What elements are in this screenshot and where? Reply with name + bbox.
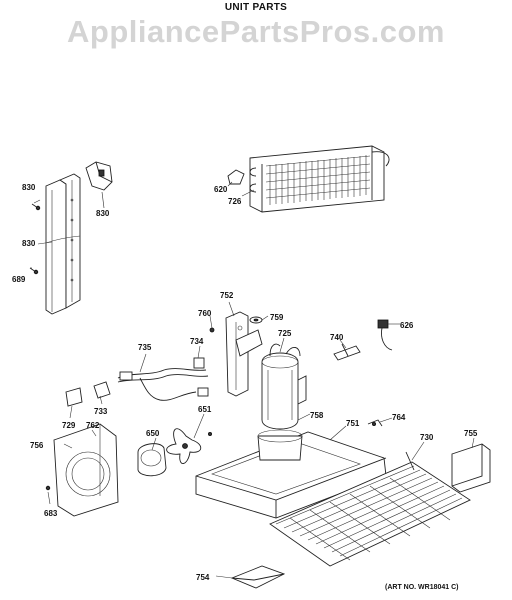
- part-760-screw[interactable]: [209, 327, 215, 333]
- callout-752: 752: [220, 291, 234, 300]
- callout-830-bracket: 830: [96, 209, 110, 218]
- callout-830-channel: 830: [22, 239, 36, 248]
- callout-754: 754: [196, 573, 210, 582]
- callout-729: 729: [62, 421, 76, 430]
- callout-755: 755: [464, 429, 478, 438]
- leader-lines: [30, 181, 475, 579]
- callout-683: 683: [44, 509, 58, 518]
- part-830-channel[interactable]: [45, 173, 81, 315]
- callout-726: 726: [228, 197, 242, 206]
- part-726-condenser[interactable]: [249, 145, 390, 213]
- callout-730: 730: [420, 433, 434, 442]
- part-729-plug[interactable]: [65, 387, 83, 407]
- callout-764: 764: [392, 413, 406, 422]
- part-755-bracket[interactable]: [451, 443, 491, 493]
- callout-651: 651: [198, 405, 212, 414]
- part-735-wire-harness[interactable]: [117, 368, 209, 401]
- part-650-fan-motor[interactable]: [137, 443, 167, 477]
- callout-751: 751: [346, 419, 360, 428]
- part-626-cord[interactable]: [377, 319, 393, 351]
- part-752-bracket[interactable]: [225, 311, 263, 397]
- part-620-clip[interactable]: [227, 169, 245, 185]
- callout-762: 762: [86, 421, 100, 430]
- callout-620: 620: [214, 185, 228, 194]
- part-754-drain-tray[interactable]: [230, 565, 286, 589]
- part-740-drier[interactable]: [333, 343, 361, 361]
- callout-725: 725: [278, 329, 292, 338]
- callout-733: 733: [94, 407, 108, 416]
- part-756-fan-shroud[interactable]: [53, 423, 119, 517]
- callout-760: 760: [198, 309, 212, 318]
- callout-734: 734: [190, 337, 204, 346]
- watermark-logo: AppliancePartsPros.com: [67, 14, 445, 49]
- callout-689: 689: [12, 275, 26, 284]
- callout-759: 759: [270, 313, 284, 322]
- part-734-capacitor[interactable]: [193, 357, 205, 369]
- art-number: (ART NO. WR18041 C): [385, 584, 459, 591]
- part-651-fan-blade[interactable]: [166, 428, 212, 464]
- part-758-mount[interactable]: [257, 429, 303, 461]
- part-725-compressor[interactable]: [261, 343, 307, 430]
- part-764-clip[interactable]: [367, 419, 383, 427]
- part-830-bracket[interactable]: [85, 161, 113, 191]
- screw-689[interactable]: [29, 267, 39, 275]
- part-759-grommet[interactable]: [249, 316, 263, 324]
- diagram-title: UNIT PARTS: [224, 2, 288, 13]
- part-733-relay[interactable]: [93, 381, 111, 399]
- part-730-drain-coil[interactable]: [269, 451, 471, 567]
- callout-830-top: 830: [22, 183, 36, 192]
- callout-650: 650: [146, 429, 160, 438]
- part-683-screw[interactable]: [45, 485, 51, 491]
- callout-626: 626: [400, 321, 414, 330]
- callout-758: 758: [310, 411, 324, 420]
- callout-740: 740: [330, 333, 344, 342]
- screw-830[interactable]: [31, 203, 41, 211]
- callout-735: 735: [138, 343, 152, 352]
- callout-756: 756: [30, 441, 44, 450]
